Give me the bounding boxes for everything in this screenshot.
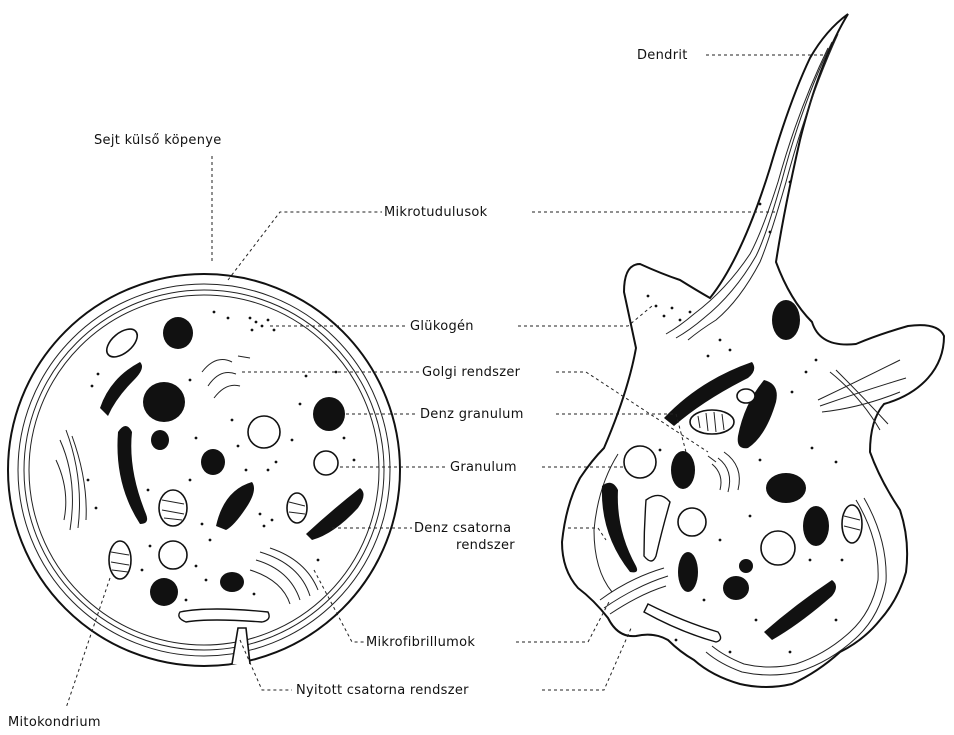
dense-tubular bbox=[100, 362, 142, 416]
granule bbox=[314, 451, 338, 475]
label-denz-csatorna-2: rendszer bbox=[456, 538, 515, 553]
label-denz-csatorna: Denz csatorna bbox=[414, 521, 511, 536]
dense-granule bbox=[150, 578, 178, 606]
granule bbox=[678, 508, 706, 536]
dense-granule bbox=[151, 430, 169, 450]
granule bbox=[624, 446, 656, 478]
granule bbox=[737, 389, 755, 403]
dense-tubular bbox=[216, 482, 254, 530]
label-granulum: Granulum bbox=[450, 460, 517, 475]
dense-tubular bbox=[117, 426, 147, 524]
mitochondrion bbox=[159, 490, 187, 526]
label-mikrotudulusok: Mikrotudulusok bbox=[384, 205, 488, 220]
dendrite-inner-3 bbox=[666, 48, 828, 334]
dense-tubular bbox=[306, 488, 364, 540]
dense-granule bbox=[678, 552, 698, 592]
open-canal-left bbox=[232, 628, 250, 664]
label-mikrofibrillumok: Mikrofibrillumok bbox=[366, 635, 475, 650]
leader-mikrofibrillumok bbox=[314, 570, 610, 642]
dense-granule bbox=[766, 473, 806, 503]
golgi-apparatus bbox=[708, 452, 739, 492]
mitochondrion bbox=[690, 410, 734, 434]
label-sejt-kulso-kopenye: Sejt külső köpenye bbox=[94, 133, 222, 148]
dense-granule bbox=[671, 451, 695, 489]
label-nyitott-csatorna: Nyitott csatorna rendszer bbox=[296, 683, 469, 698]
granule bbox=[761, 531, 795, 565]
dense-granule bbox=[163, 317, 193, 349]
resting-platelet bbox=[8, 274, 400, 666]
dense-granule bbox=[772, 300, 800, 340]
label-golgi: Golgi rendszer bbox=[422, 365, 521, 380]
dense-granule bbox=[723, 576, 749, 600]
granule bbox=[102, 324, 142, 362]
leader-mitokondrium bbox=[66, 578, 110, 708]
open-canal-right-2 bbox=[644, 495, 670, 561]
mitochondrion bbox=[109, 541, 131, 579]
label-denz-granulum: Denz granulum bbox=[420, 407, 524, 422]
label-glukogen: Glükogén bbox=[410, 319, 474, 334]
label-mitokondrium: Mitokondrium bbox=[8, 715, 101, 730]
granule bbox=[248, 416, 280, 448]
microfibrils bbox=[56, 430, 318, 604]
dense-tubular bbox=[602, 483, 637, 573]
golgi-apparatus bbox=[202, 356, 250, 398]
dense-granule bbox=[803, 506, 829, 546]
granule bbox=[159, 541, 187, 569]
mitochondrion bbox=[287, 493, 307, 523]
dense-granule bbox=[739, 559, 753, 573]
dense-granule bbox=[143, 382, 185, 422]
activated-outline bbox=[562, 14, 944, 687]
label-dendrit: Dendrit bbox=[637, 48, 688, 63]
dendrite-inner-2 bbox=[676, 42, 832, 338]
dense-granule bbox=[313, 397, 345, 431]
dense-granule bbox=[201, 449, 225, 475]
dense-granule bbox=[220, 572, 244, 592]
activated-platelet bbox=[562, 14, 944, 687]
mitochondrion bbox=[842, 505, 862, 543]
open-canal-channel-left bbox=[179, 609, 269, 622]
dense-tubular bbox=[764, 580, 836, 640]
leader-mikrotudulusok bbox=[228, 212, 776, 280]
